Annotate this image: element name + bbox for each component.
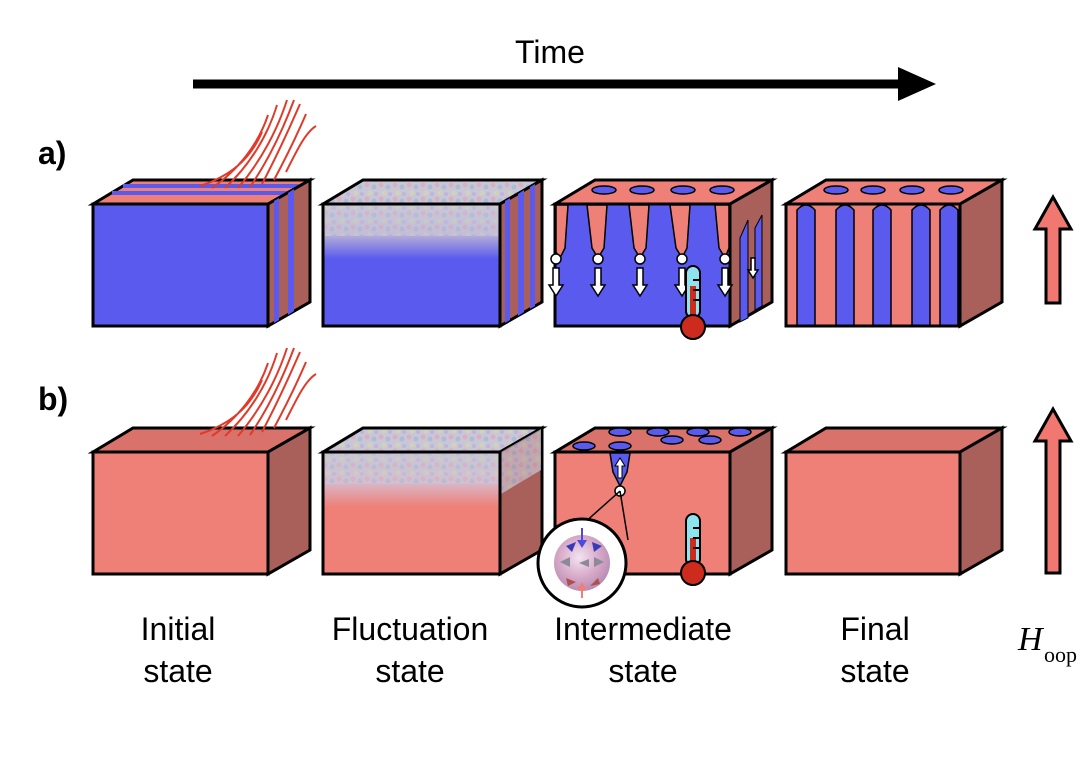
row-label-b: b) (38, 381, 68, 417)
laser-pulse-b (199, 347, 317, 437)
row-label-a: a) (38, 135, 66, 171)
skyrmion-inset-icon (536, 517, 628, 609)
stage-label-intermediate-line2: state (608, 653, 677, 689)
cube-a-intermediate (547, 177, 778, 340)
thermometer-b-icon (680, 513, 706, 586)
stage-label-initial-line2: state (143, 653, 212, 689)
cube-a-fluctuation (317, 177, 548, 329)
time-arrow (193, 67, 936, 101)
laser-pulse-a (199, 99, 317, 189)
stage-label-final-line2: state (840, 653, 909, 689)
stage-label-fluctuation-line2: state (375, 653, 444, 689)
time-label: Time (515, 34, 585, 70)
field-subscript: oop (1044, 642, 1077, 667)
thermometer-a-icon (680, 265, 706, 340)
stage-label-fluctuation-line1: Fluctuation (332, 611, 489, 647)
stage-label-final-line1: Final (840, 611, 909, 647)
field-symbol: H (1017, 621, 1045, 658)
cube-a-final (780, 177, 1008, 329)
cube-a-initial (87, 177, 316, 329)
cube-b-final (780, 425, 1008, 577)
cube-b-initial (87, 425, 316, 577)
field-label: H oop (1017, 621, 1077, 667)
stage-label-initial-line1: Initial (141, 611, 216, 647)
cube-b-fluctuation (317, 425, 548, 577)
stage-label-intermediate-line1: Intermediate (554, 611, 732, 647)
field-arrow-b (1032, 405, 1074, 575)
field-arrow-a (1032, 193, 1074, 305)
